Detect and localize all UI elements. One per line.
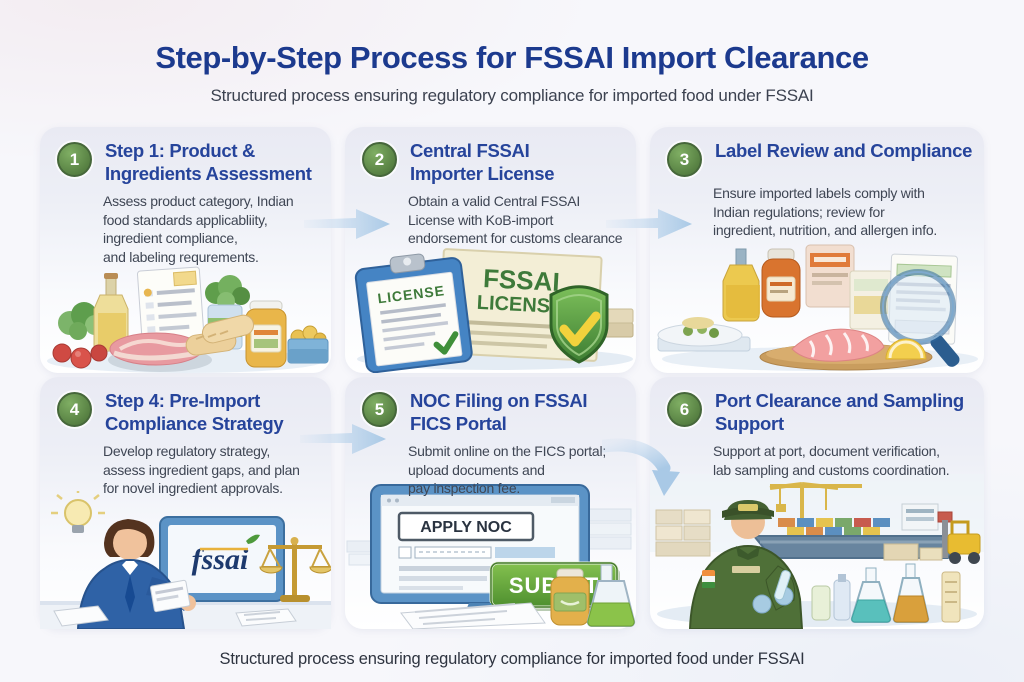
sample-jar-icon	[550, 568, 590, 626]
magnifier-icon	[880, 269, 960, 367]
lab-flasks-icon	[811, 563, 961, 623]
forklift-icon	[934, 520, 981, 564]
arrow-step4-to-step5	[300, 424, 386, 454]
plate-icon	[657, 317, 751, 352]
step-2-card: 2 Central FSSAI Importer License Obtain …	[345, 127, 636, 373]
salmon-icon	[791, 328, 885, 362]
desk-papers-icon	[53, 605, 297, 627]
consultant-person	[76, 519, 196, 629]
sauce-jar-icon	[761, 248, 801, 318]
steak-icon	[108, 332, 212, 372]
arrow-step5-to-step6	[602, 438, 680, 496]
step-1-number-badge: 1	[57, 142, 92, 177]
fruit-tray-icon	[287, 325, 329, 364]
step-6-title: Port Clearance and Sampling Support	[715, 390, 964, 434]
step-2-title: Central FSSAI Importer License	[410, 140, 555, 184]
step-6-number-badge: 6	[667, 392, 702, 427]
flask-icon	[586, 564, 636, 627]
fics-portal-illustration: APPLY NOC SUBMIT	[346, 484, 636, 629]
food-packet-icon	[805, 244, 855, 308]
front-document-icon	[400, 602, 546, 629]
paper-stacks-background	[346, 508, 632, 566]
step-3-title: Label Review and Compliance	[715, 140, 973, 161]
jar-icon	[245, 300, 287, 368]
step-4-number-badge: 4	[57, 392, 92, 427]
step-2-number-badge: 2	[362, 142, 397, 177]
step-5-title: NOC Filing on FSSAI FICS Portal	[410, 390, 588, 434]
food-assessment-illustration	[47, 266, 329, 373]
port-clearance-illustration	[650, 474, 984, 629]
herbs-icon	[205, 275, 250, 310]
step-3-card: 3 Label Review and Compliance Ensure imp…	[650, 127, 984, 373]
shield-check-icon	[549, 285, 609, 364]
port-crane-icon	[769, 482, 862, 534]
arrow-step2-to-step3	[606, 209, 692, 239]
svg-text:LICENSE: LICENSE	[476, 292, 564, 319]
cargo-boxes-icon	[883, 543, 943, 561]
license-illustration: FSSAI LICENSE LICENSE	[354, 248, 634, 373]
label-review-illustration	[657, 244, 978, 371]
step-6-card: 6 Port Clearance and Sampling Support Su…	[650, 377, 984, 629]
step-5-description: Submit online on the FICS portal; upload…	[408, 443, 606, 496]
page-subtitle: Structured process ensuring regulatory c…	[210, 86, 814, 105]
container-stacks-icon	[655, 509, 711, 557]
step-6-description: Support at port, document verification, …	[713, 443, 950, 478]
license-clipboard: LICENSE	[354, 253, 473, 373]
step-5-card: 5 NOC Filing on FSSAI FICS Portal Submit…	[345, 377, 636, 629]
step-5-number-badge: 5	[362, 392, 397, 427]
footer-caption: Structured process ensuring regulatory c…	[219, 650, 805, 668]
svg-text:APPLY NOC: APPLY NOC	[420, 519, 512, 536]
step-1-title: Step 1: Product & Ingredients Assessment	[105, 140, 312, 184]
step-3-description: Ensure imported labels comply with India…	[713, 185, 938, 238]
step-4-description: Develop regulatory strategy, assess ingr…	[103, 443, 300, 496]
step-2-description: Obtain a valid Central FSSAI License wit…	[408, 193, 623, 246]
page-title: Step-by-Step Process for FSSAI Import Cl…	[155, 40, 869, 75]
lemon-wedge-icon	[885, 338, 927, 360]
consultant-illustration: fssai	[40, 491, 331, 629]
step-1-card: 1 Step 1: Product & Ingredients Assessme…	[40, 127, 331, 373]
scales-of-justice-icon	[259, 537, 331, 602]
checklist-document-icon	[136, 266, 206, 354]
customs-officer	[688, 500, 804, 629]
oil-bottle-icon	[722, 248, 760, 322]
svg-text:FSSAI: FSSAI	[482, 263, 560, 297]
bread-icon	[185, 314, 255, 356]
step-1-description: Assess product category, Indian food sta…	[103, 193, 294, 265]
step-4-card: 4 Step 4: Pre-Import Compliance Strategy…	[40, 377, 331, 629]
cargo-ship-icon	[751, 503, 966, 559]
step-4-title: Step 4: Pre-Import Compliance Strategy	[105, 390, 284, 434]
lightbulb-icon	[51, 491, 105, 533]
tomatoes-icon	[52, 343, 108, 369]
step-3-number-badge: 3	[667, 142, 702, 177]
monitor-with-fssai-logo: fssai	[159, 516, 285, 602]
arrow-step1-to-step2	[304, 209, 390, 239]
